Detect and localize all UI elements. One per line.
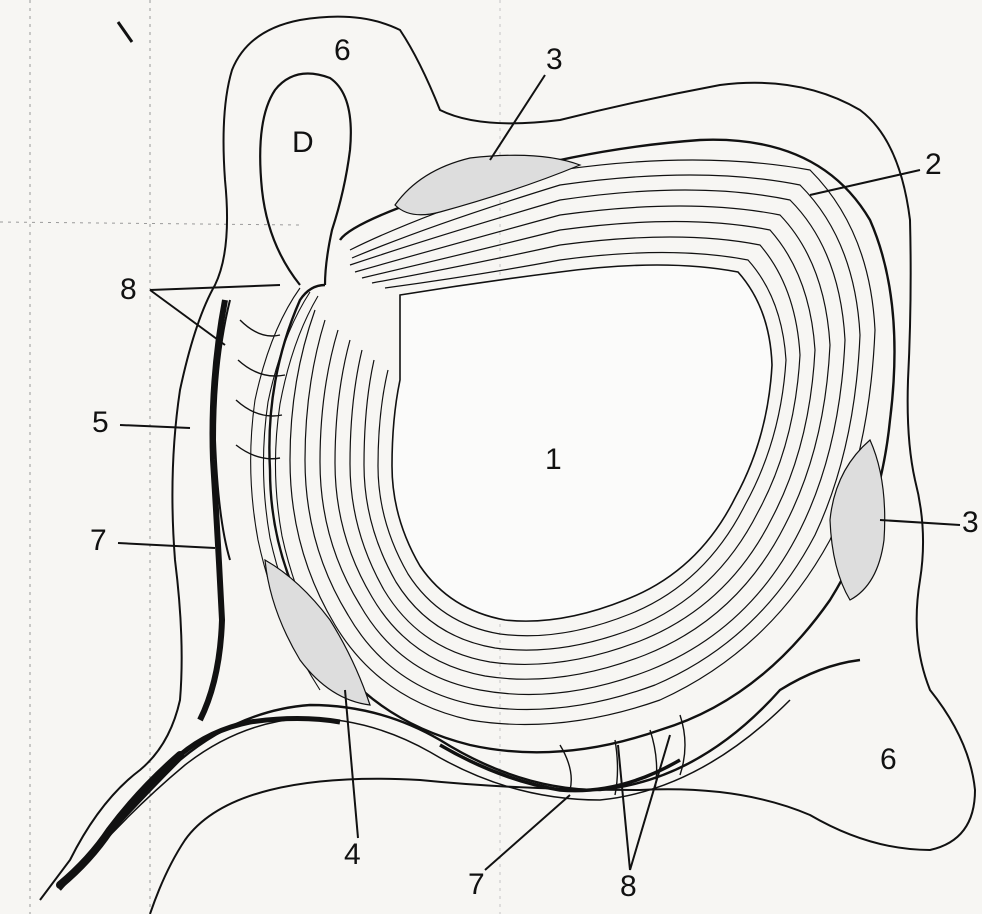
label-4: 4	[344, 840, 361, 870]
label-6-top: 6	[334, 36, 351, 66]
inner-lumen	[392, 265, 772, 621]
duct-D-outline	[260, 74, 351, 285]
label-5: 5	[92, 408, 109, 438]
label-7-left: 7	[90, 526, 107, 556]
label-7-bottom: 7	[468, 870, 485, 900]
stray-tick	[118, 22, 132, 42]
label-2: 2	[925, 150, 942, 180]
gland-right	[830, 440, 885, 600]
label-8-left: 8	[120, 275, 137, 305]
label-3-right: 3	[962, 508, 979, 538]
label-6-bottom: 6	[880, 745, 897, 775]
gland-left-bottom	[265, 560, 370, 705]
label-region-D: D	[292, 128, 314, 158]
label-8-bottom: 8	[620, 872, 637, 902]
label-3-top: 3	[546, 45, 563, 75]
gland-top	[395, 155, 580, 215]
label-region-1: 1	[545, 445, 562, 475]
